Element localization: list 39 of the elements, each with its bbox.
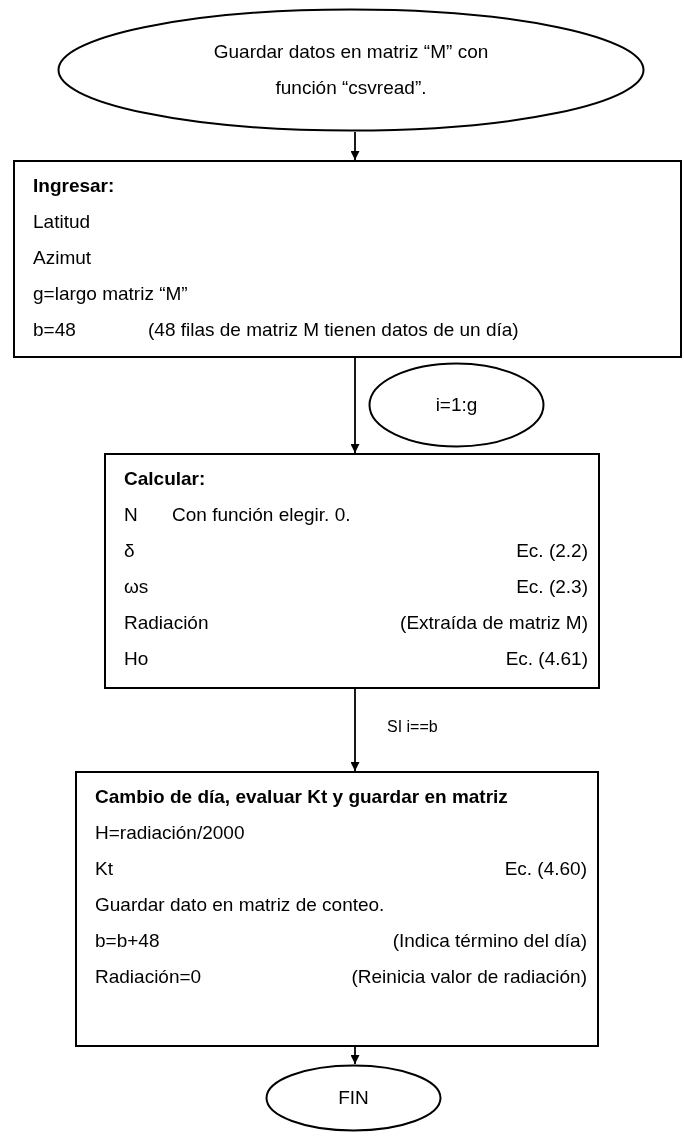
variable-text: ωs: [124, 575, 149, 599]
terminator-ellipse: [57, 8, 645, 132]
variable-text: Ho: [124, 647, 149, 671]
node-text: i=1:g: [435, 393, 478, 417]
variable-text: Radiación: [124, 611, 209, 635]
variable-text: Latitud: [33, 210, 91, 234]
loop-ellipse: [368, 362, 545, 448]
note-text: Ec. (4.61): [505, 647, 588, 671]
arrow: [350, 688, 360, 772]
variable-text: Azimut: [33, 246, 92, 270]
variable-text: Kt: [95, 857, 113, 881]
process-box: [104, 453, 600, 689]
heading-text: Calcular:: [124, 467, 206, 491]
variable-text: Radiación=0: [95, 965, 202, 989]
variable-text: g=largo matriz “M”: [33, 282, 188, 306]
process-box: [13, 160, 682, 358]
variable-text: b=b+48: [95, 929, 160, 953]
heading-text: Cambio de día, evaluar Kt y guardar en matriz: [95, 785, 508, 809]
arrow: [350, 1046, 360, 1065]
note-text: (Indica término del día): [392, 929, 587, 953]
variable-text: H=radiación/2000: [95, 821, 245, 845]
variable-text: Guardar dato en matriz de conteo.: [95, 893, 385, 917]
heading-text: Ingresar:: [33, 174, 115, 198]
note-text: Con función elegir. 0.: [172, 503, 351, 527]
note-text: Ec. (4.60): [504, 857, 587, 881]
note-text: Ec. (2.2): [516, 539, 588, 563]
note-text: (48 filas de matriz M tienen datos de un día): [148, 318, 519, 342]
node-text: FIN: [338, 1086, 369, 1110]
node-text: Guardar datos en matriz “M” con función “csvread”.: [212, 40, 490, 100]
terminator-ellipse: [265, 1064, 442, 1132]
note-text: (Extraída de matriz M): [400, 611, 588, 635]
process-box: [75, 771, 599, 1047]
variable-text: δ: [124, 539, 135, 563]
arrow: [350, 131, 360, 161]
variable-text: N: [124, 503, 138, 527]
variable-text: b=48: [33, 318, 76, 342]
note-text: Ec. (2.3): [516, 575, 588, 599]
note-text: (Reinicia valor de radiación): [351, 965, 587, 989]
arrow: [350, 357, 360, 454]
